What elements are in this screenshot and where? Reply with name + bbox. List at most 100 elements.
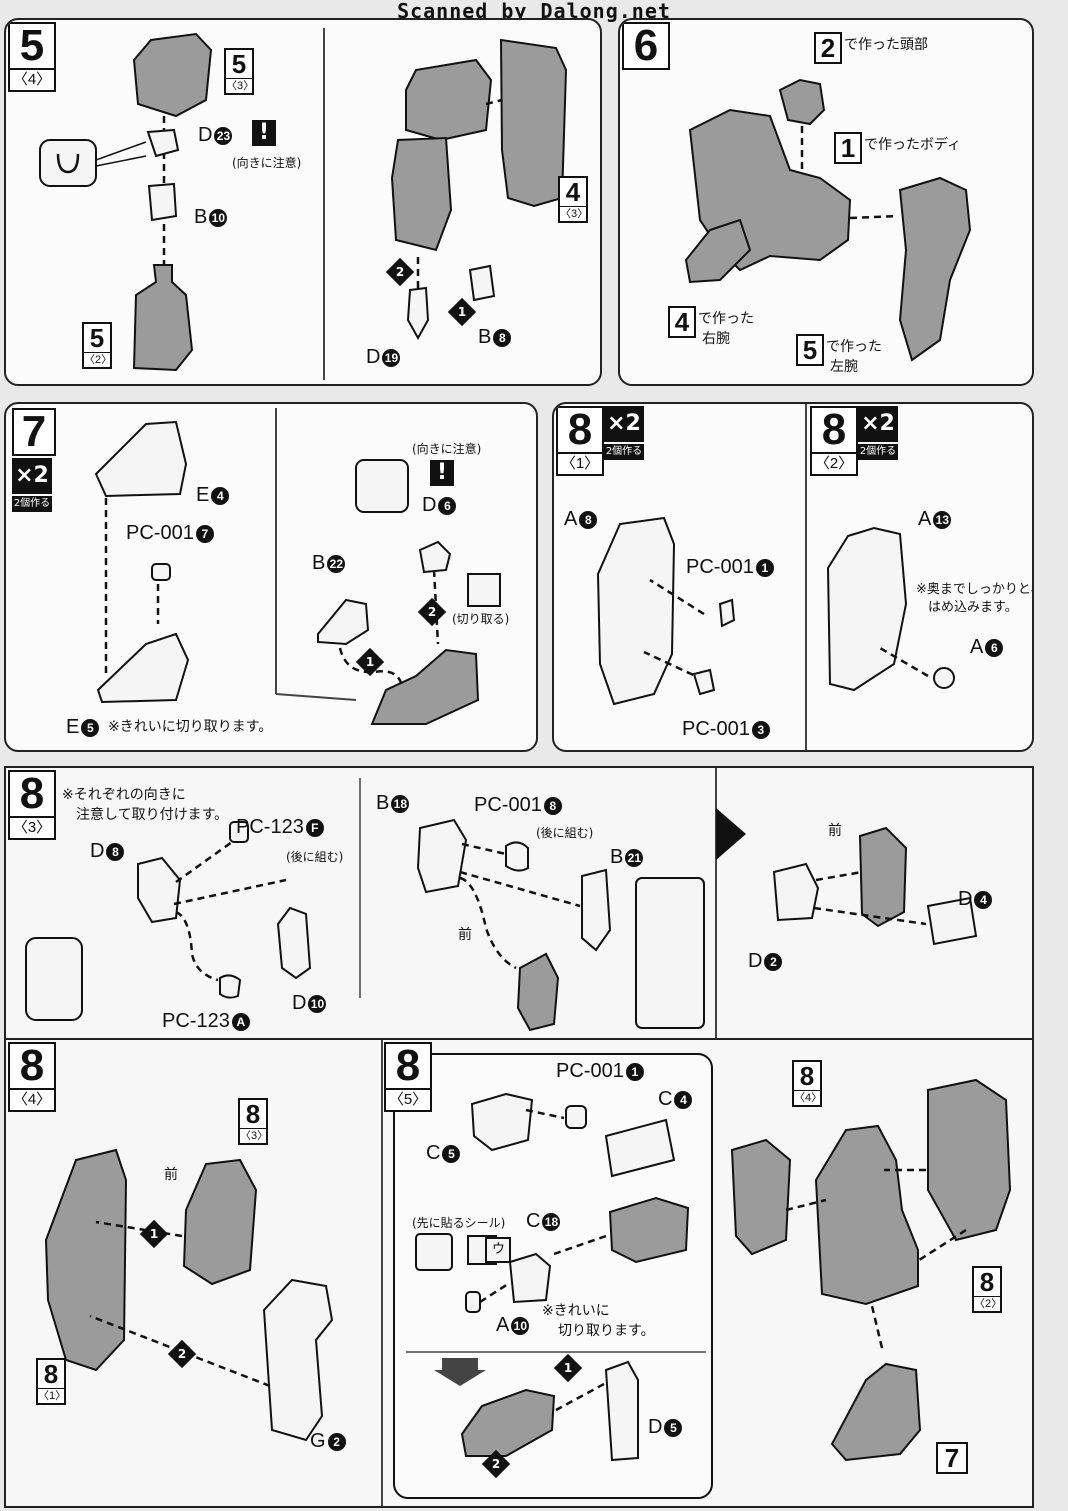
part-b8-num: 8: [493, 328, 512, 347]
step7-illustration: [94, 408, 501, 725]
step8-2-x2-sub: 2個作る: [858, 444, 898, 460]
step7-number-text: 7: [21, 407, 47, 456]
step5-seq1: 1: [447, 297, 477, 327]
step8-5-number: 8 〈5〉: [384, 1042, 432, 1112]
part-pc123f-code: PC-123: [236, 816, 304, 838]
part-pc001-7-num: 7: [195, 524, 214, 543]
step8-5-ref-top: 8 〈4〉: [792, 1060, 822, 1107]
part-pc001-1-code: PC-001: [686, 556, 754, 578]
part-d23-num: 23: [214, 126, 233, 145]
step6-illustration: [684, 78, 972, 362]
step5-sub: 〈4〉: [10, 68, 54, 90]
step6-ref4: 4: [668, 306, 696, 338]
step5-illustration: [39, 28, 568, 380]
step7-seq2-text: 2: [427, 605, 437, 619]
step8-4-sub: 〈4〉: [10, 1088, 54, 1110]
step7-seq1-text: 1: [365, 655, 375, 669]
part-c4-num: 4: [674, 1090, 693, 1109]
part-d4-letter: D: [958, 888, 973, 910]
part-pc123f-num: F: [305, 818, 324, 837]
part-d6-num: 6: [438, 496, 457, 515]
part-a13-num: 13: [933, 510, 952, 529]
part-g2-letter: G: [310, 1430, 326, 1452]
step5-ref-bottom-num: 5: [89, 323, 105, 353]
part-d23-letter: D: [198, 124, 213, 146]
step6-ref2: 2: [814, 32, 842, 64]
step8-5-seal-mark: ウ: [492, 1242, 506, 1257]
step8-5-ref-right-sub: 〈2〉: [974, 1296, 1003, 1310]
step8-3-number: 8 〈3〉: [8, 770, 56, 840]
step6-ref1: 1: [834, 132, 862, 164]
part-c18-num: 18: [542, 1212, 561, 1231]
part-b18-letter: B: [376, 792, 390, 814]
step8-3-note2: 注意して取り付けます。: [76, 807, 229, 823]
step5-ref-right: 4 〈3〉: [558, 176, 588, 223]
step8-2-number: 8 〈2〉: [810, 406, 858, 476]
step5-seq1-text: 1: [457, 305, 467, 319]
step6-ref4-num: 4: [674, 307, 690, 337]
part-pc001-1-num: 1: [755, 558, 774, 577]
step8-3-note1: ※それぞれの向きに: [62, 787, 186, 803]
part-c5-num: 5: [442, 1144, 461, 1163]
step8-4-ref-top-sub: 〈3〉: [240, 1128, 269, 1142]
step8-5-ref-right: 8 〈2〉: [972, 1266, 1002, 1313]
part-d19-num: 19: [382, 348, 401, 367]
step7-caution-icon: !: [430, 460, 454, 486]
step5-number-text: 5: [19, 21, 45, 70]
step6-ref1-num: 1: [840, 133, 856, 163]
step7-caution: (向きに注意): [412, 442, 482, 456]
part-d10-num: 10: [308, 994, 327, 1013]
part-b21-letter: B: [610, 846, 624, 868]
step8-5-ref-top-num: 8: [799, 1061, 815, 1091]
step8-2-sub: 〈2〉: [812, 452, 856, 474]
part-e4-letter: E: [196, 484, 210, 506]
part-d5-letter: D: [648, 1416, 663, 1438]
part-pc001-8-num: 8: [543, 796, 562, 815]
part-a6-num: 6: [985, 638, 1004, 657]
part-d10-letter: D: [292, 992, 307, 1014]
caution-icon: !: [252, 120, 276, 146]
step6-ref5-text1: で作った: [826, 339, 882, 355]
step5-seq2: 2: [385, 257, 415, 287]
part-c5-letter: C: [426, 1142, 441, 1164]
part-b21-num: 21: [625, 848, 644, 867]
part-a8-num: 8: [579, 510, 598, 529]
step8-1-x2-sub: 2個作る: [604, 444, 644, 460]
step8-5-number-text: 8: [395, 1041, 421, 1090]
step5-ref-right-num: 4: [565, 177, 581, 207]
step8-2-note2: はめ込みます。: [928, 600, 1018, 615]
step8-5-ref-bottom-num: 7: [944, 1443, 960, 1473]
step8-3-illustration: [25, 768, 978, 1040]
part-b22-letter: B: [312, 552, 326, 574]
step6-panel: 6 2 で作った頭部 1 で作ったボディ 4 で作った 右腕 5 で作った 左腕: [618, 18, 1034, 386]
step7-x2-badge: ×2 2個作る: [12, 458, 52, 512]
step8-4-seq2-text: 2: [177, 1347, 187, 1361]
step8-2-x2-text: ×2: [858, 406, 898, 442]
step8-5-seq2: 2: [481, 1449, 511, 1479]
step5-seq2-text: 2: [395, 265, 405, 279]
step8-4-seq2: 2: [167, 1339, 197, 1369]
step8-4-number: 8 〈4〉: [8, 1042, 56, 1112]
step8-5-ref-top-sub: 〈4〉: [794, 1090, 823, 1104]
part-b18-num: 18: [391, 794, 410, 813]
part-c18-letter: C: [526, 1210, 541, 1232]
step8-4-front: 前: [164, 1167, 178, 1183]
step7-x2-text: ×2: [12, 458, 52, 494]
